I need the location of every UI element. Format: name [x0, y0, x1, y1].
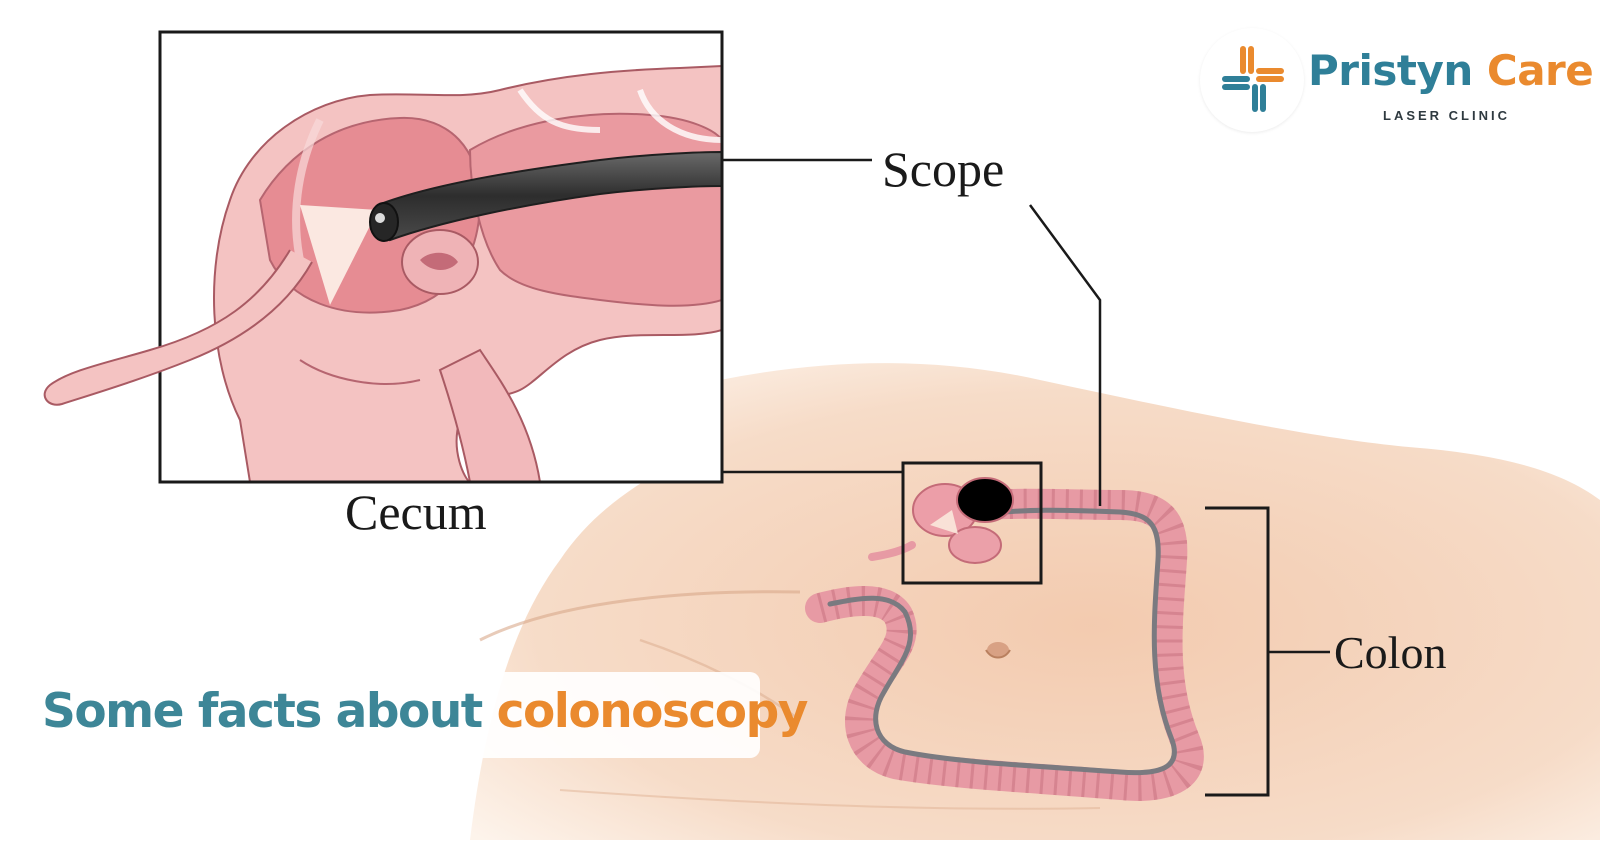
- colon-label: Colon: [1334, 627, 1447, 678]
- navel: [987, 642, 1009, 658]
- brand-logo: Pristyn Care LASER CLINIC: [1200, 28, 1594, 134]
- colon-body: [805, 477, 1204, 801]
- brand-subtitle: LASER CLINIC: [1383, 108, 1510, 123]
- logo-badge: [1200, 28, 1304, 132]
- medical-cross-icon: [1222, 46, 1284, 112]
- brand-name: Pristyn Care: [1308, 46, 1594, 95]
- caption-banner: Some facts about colonoscopy: [32, 672, 808, 758]
- brand-name-part1: Pristyn: [1308, 46, 1473, 95]
- zoom-callout-box: [901, 461, 1043, 585]
- caption-part2: colonoscopy: [496, 684, 809, 739]
- inset-cecum-view: [43, 30, 724, 484]
- brand-name-part2: Care: [1486, 46, 1594, 95]
- cecum-label: Cecum: [345, 484, 487, 540]
- caption-part1: Some facts about: [42, 684, 483, 739]
- caption-text: Some facts about colonoscopy: [42, 684, 809, 739]
- scope-label: Scope: [882, 141, 1005, 197]
